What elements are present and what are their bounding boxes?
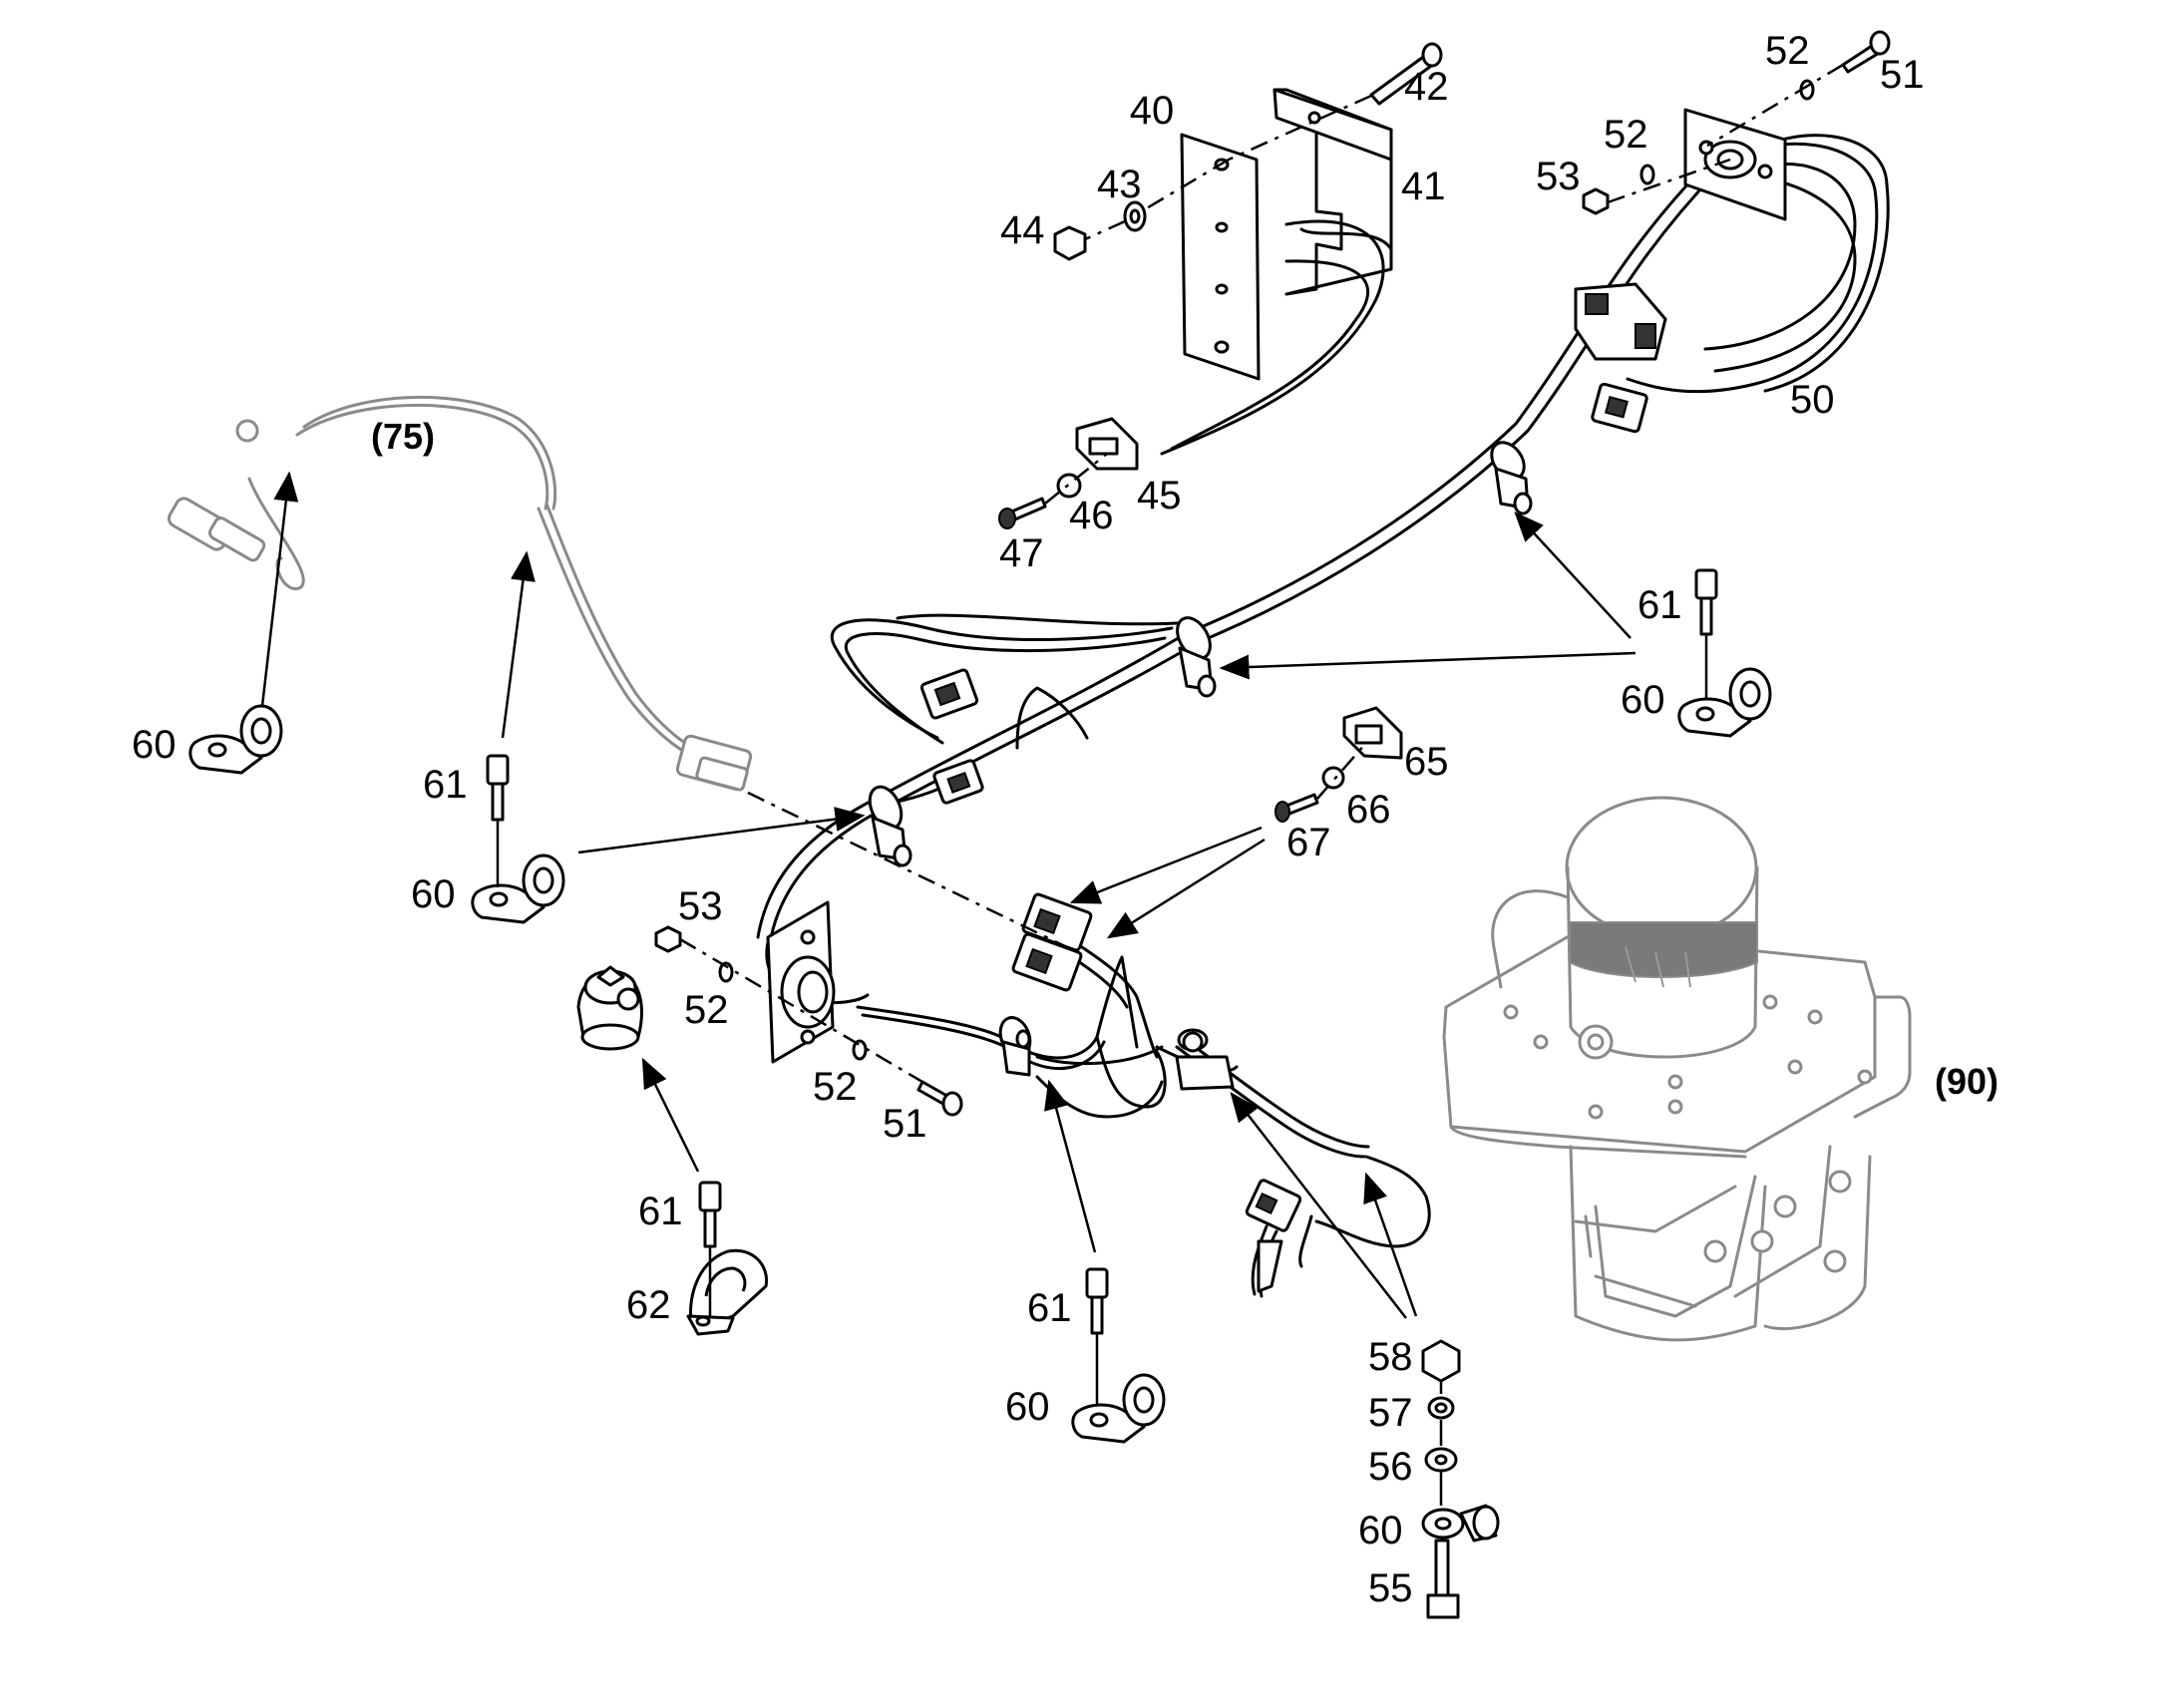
nut-44 bbox=[1053, 225, 1087, 261]
screw-67 bbox=[1274, 793, 1319, 823]
harness-connector-top-1 bbox=[1574, 282, 1667, 361]
harness-clamp-mid bbox=[1176, 616, 1217, 698]
clip-65 bbox=[1342, 706, 1403, 760]
callout-46: 46 bbox=[1069, 494, 1114, 537]
callout-51-lower: 51 bbox=[883, 1102, 927, 1146]
bolt-61-right bbox=[1694, 568, 1718, 636]
callout-62: 62 bbox=[626, 1283, 671, 1327]
callout-40: 40 bbox=[1130, 89, 1175, 133]
clamp-60-left bbox=[188, 704, 283, 775]
callout-61-left: 61 bbox=[423, 763, 468, 807]
bolt-61-left bbox=[486, 754, 510, 822]
callout-42: 42 bbox=[1404, 65, 1449, 109]
harness-connector-a bbox=[919, 668, 979, 720]
bolt-55 bbox=[1426, 1538, 1460, 1619]
harness-clamp-ground bbox=[1175, 1028, 1235, 1091]
callout-58: 58 bbox=[1368, 1335, 1413, 1379]
callout-57: 57 bbox=[1368, 1391, 1413, 1435]
callout-61-right: 61 bbox=[1637, 583, 1682, 627]
callout-60-bottom: 60 bbox=[1005, 1385, 1050, 1429]
ghost-assembly-90 bbox=[1442, 796, 1912, 1342]
leader-lines bbox=[260, 471, 1708, 1506]
callout-65: 65 bbox=[1404, 740, 1449, 784]
callout-55: 55 bbox=[1368, 1566, 1413, 1610]
harness-connector-pair bbox=[1011, 892, 1093, 992]
callout-53-top: 53 bbox=[1536, 155, 1581, 198]
callout-56: 56 bbox=[1368, 1445, 1413, 1489]
clamp-62-assembled bbox=[576, 965, 643, 1051]
callout-47: 47 bbox=[999, 531, 1044, 575]
washer-52-lower-a bbox=[718, 961, 734, 983]
callout-60-left: 60 bbox=[132, 723, 177, 767]
bolt-61-lower-left bbox=[698, 1181, 722, 1248]
harness-connector-bottom bbox=[1245, 1179, 1302, 1293]
callout-43: 43 bbox=[1097, 163, 1142, 206]
clamp-60-stack bbox=[1421, 1504, 1500, 1542]
callout-52-top-a: 52 bbox=[1765, 29, 1810, 73]
callout-45: 45 bbox=[1137, 474, 1182, 517]
callout-52-top-b: 52 bbox=[1604, 113, 1648, 157]
callout-60-left-mid: 60 bbox=[411, 872, 456, 916]
clamp-60-right bbox=[1677, 667, 1772, 738]
harness-clamp-upper bbox=[1490, 441, 1533, 515]
washer-56 bbox=[1424, 1447, 1458, 1473]
screw-47 bbox=[998, 497, 1047, 529]
washer-52-lower-b bbox=[852, 1039, 868, 1061]
clamp-60-left-mid bbox=[471, 854, 565, 924]
bolt-51-lower bbox=[916, 1080, 963, 1117]
harness-clamp-bracket bbox=[998, 1016, 1032, 1077]
nut-53-lower bbox=[654, 925, 682, 953]
harness-connector-top-2 bbox=[1591, 382, 1648, 434]
callout-41: 41 bbox=[1401, 165, 1446, 208]
callout-66: 66 bbox=[1346, 788, 1391, 832]
callout-61-lower-left: 61 bbox=[638, 1190, 683, 1233]
callout-67: 67 bbox=[1286, 821, 1331, 864]
washer-52-top-b bbox=[1639, 164, 1655, 185]
dashed-assembly-lines bbox=[679, 63, 1844, 1084]
nut-58 bbox=[1421, 1339, 1461, 1383]
reference-75: (75) bbox=[371, 416, 435, 457]
washer-43 bbox=[1123, 200, 1147, 232]
clip-45 bbox=[1075, 417, 1139, 471]
callout-52-lower-a: 52 bbox=[684, 988, 729, 1032]
washer-66 bbox=[1321, 766, 1345, 790]
mounting-bracket-41 bbox=[1160, 88, 1393, 456]
reference-90: (90) bbox=[1935, 1061, 1998, 1102]
clamp-62 bbox=[686, 1248, 769, 1336]
washer-57 bbox=[1427, 1396, 1455, 1420]
harness-clamp-lower bbox=[868, 785, 912, 867]
nut-53-top bbox=[1582, 187, 1610, 215]
callout-60-stack: 60 bbox=[1358, 1509, 1403, 1552]
harness-mount-plate-top bbox=[1683, 108, 1787, 221]
harness-mount-plate-lower bbox=[766, 900, 836, 1064]
callout-44: 44 bbox=[1000, 208, 1045, 252]
callout-61-bottom: 61 bbox=[1027, 1286, 1072, 1330]
callout-53-lower: 53 bbox=[678, 884, 723, 928]
mounting-plate-40 bbox=[1180, 133, 1261, 381]
ghost-assembly-75 bbox=[167, 396, 753, 792]
callout-labels: 40 41 42 43 44 45 46 47 50 51 52 52 53 5… bbox=[132, 29, 1998, 1610]
harness-connector-b bbox=[932, 759, 984, 805]
bolt-42 bbox=[1369, 42, 1443, 106]
callout-60-right: 60 bbox=[1621, 678, 1665, 722]
callout-50: 50 bbox=[1790, 378, 1835, 422]
bolt-51-top bbox=[1841, 30, 1891, 74]
callout-51-top: 51 bbox=[1880, 53, 1925, 97]
clamp-60-bottom bbox=[1071, 1373, 1166, 1444]
bolt-61-bottom bbox=[1085, 1267, 1109, 1335]
callout-52-lower-b: 52 bbox=[813, 1065, 858, 1109]
